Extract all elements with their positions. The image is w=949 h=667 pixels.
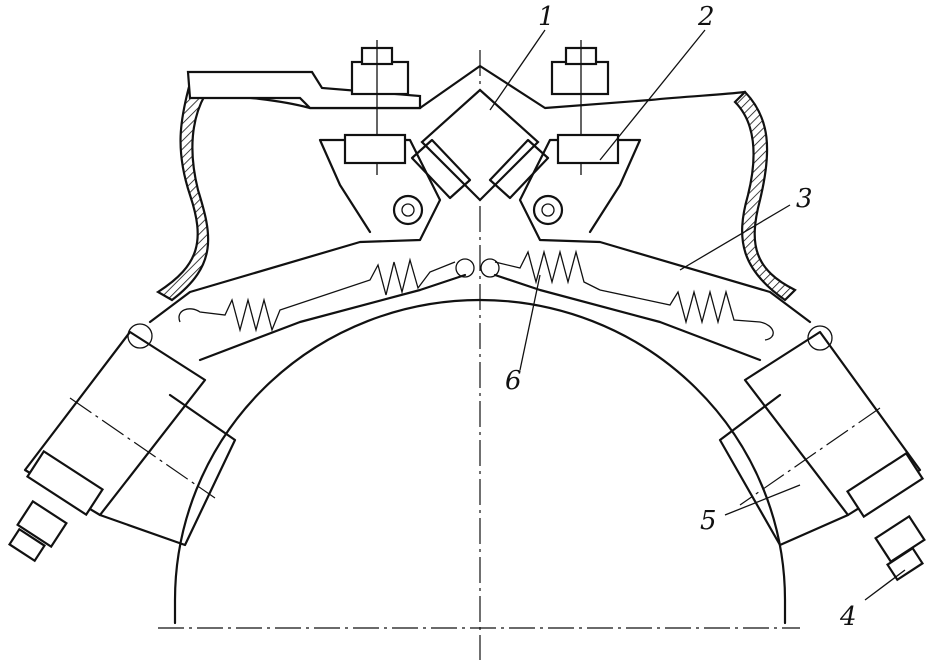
right-lever-lower xyxy=(493,273,762,362)
central-wedge xyxy=(420,88,540,202)
left-pivot xyxy=(392,194,424,226)
left-lever xyxy=(148,138,442,324)
right-jaw-axis xyxy=(739,407,881,506)
leader-2 xyxy=(599,29,706,161)
callout-label-6: 6 xyxy=(505,366,522,396)
semicircular-body xyxy=(173,298,787,625)
callout-label-4: 4 xyxy=(840,602,857,632)
leader-3 xyxy=(679,204,791,271)
top-bracket xyxy=(186,70,422,110)
right-spring xyxy=(599,289,774,341)
callout-label-5: 5 xyxy=(700,506,717,536)
leader-5 xyxy=(724,484,801,516)
right-jaw-pin xyxy=(807,325,833,351)
right-jaw-block xyxy=(718,393,850,547)
housing-shell-right xyxy=(733,90,797,302)
right-lever xyxy=(518,138,812,324)
central-spring xyxy=(494,249,601,291)
right-top-bolt xyxy=(550,40,620,175)
right-pivot xyxy=(532,194,564,226)
left-link xyxy=(455,258,475,278)
leader-4 xyxy=(864,569,906,601)
left-adjust-screw xyxy=(7,449,105,563)
left-lever-lower xyxy=(198,273,467,362)
left-shoe xyxy=(410,138,472,200)
left-spring xyxy=(178,257,456,333)
callout-label-1: 1 xyxy=(538,2,555,32)
left-top-bolt xyxy=(343,40,410,175)
callout-label-2: 2 xyxy=(698,2,715,32)
left-jaw-block xyxy=(98,393,237,547)
leader-1 xyxy=(489,29,546,111)
left-jaw-axis xyxy=(69,397,216,499)
leader-6 xyxy=(519,274,541,371)
housing-shell xyxy=(155,81,210,302)
left-jaw-pin xyxy=(127,323,153,349)
right-link xyxy=(480,258,500,278)
right-shoe xyxy=(488,138,550,200)
callout-label-3: 3 xyxy=(796,184,813,214)
right-adjust-screw xyxy=(845,451,926,582)
